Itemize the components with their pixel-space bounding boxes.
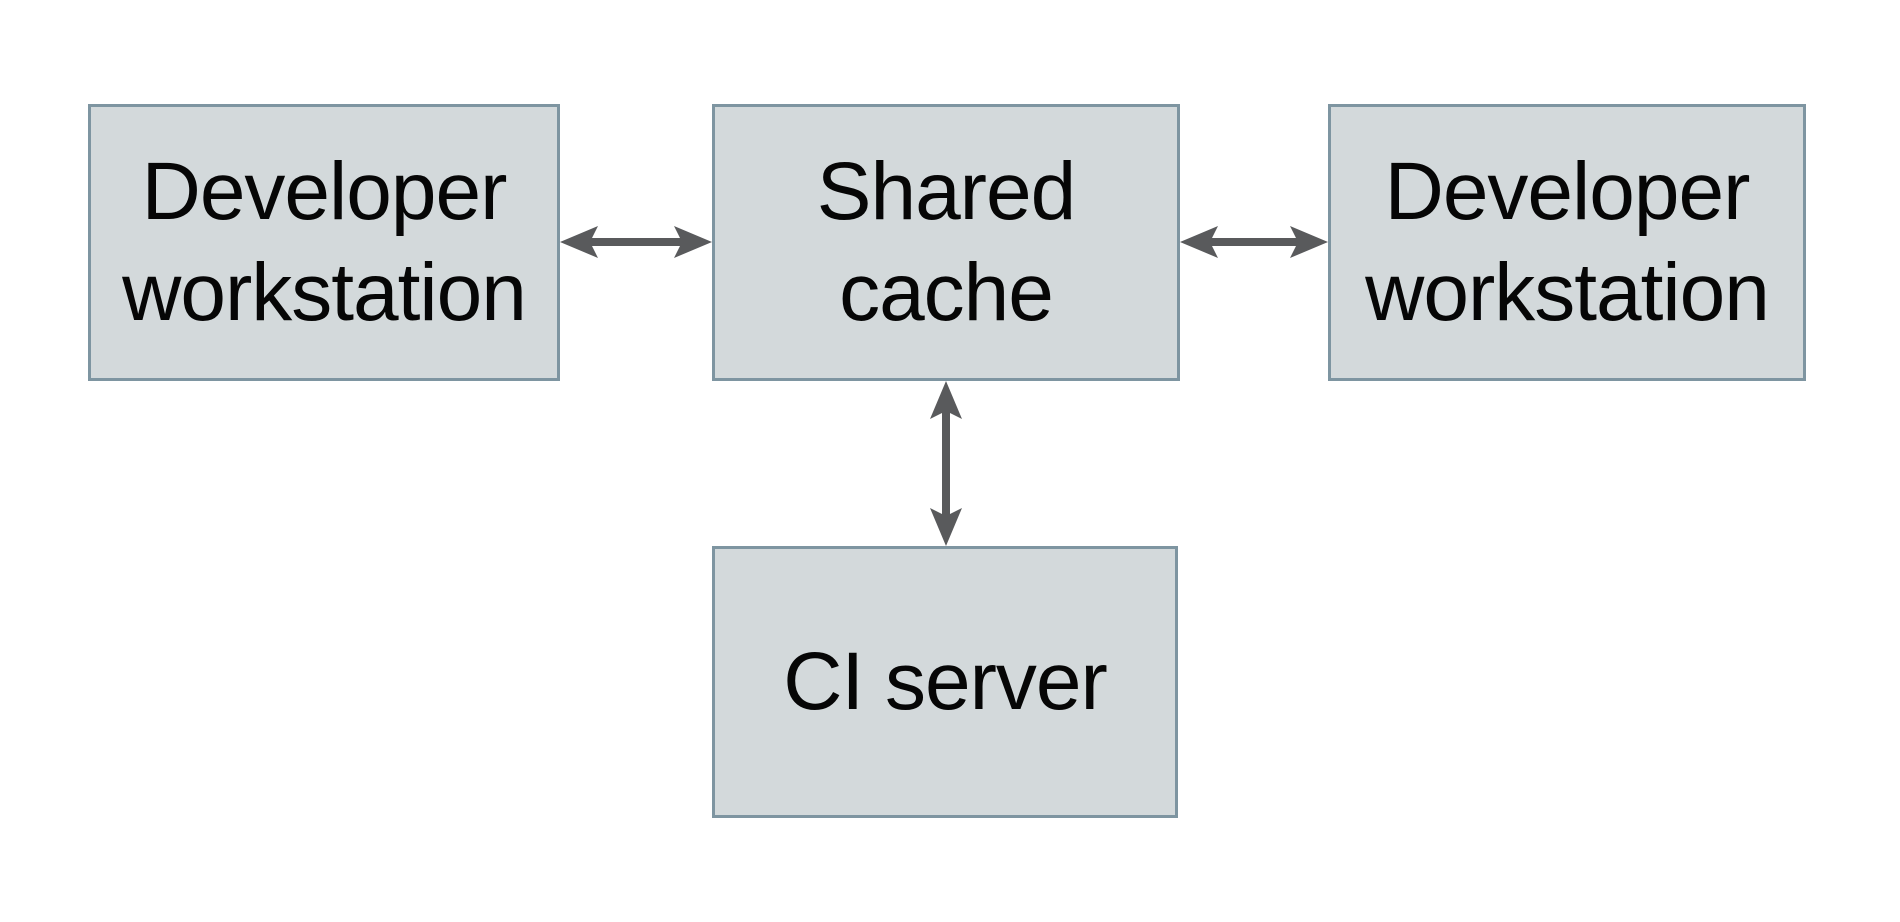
arrowhead-up — [930, 381, 962, 419]
arrowhead-left — [1180, 226, 1218, 258]
node-label: Developer workstation — [1365, 146, 1770, 338]
node-ci-server: CI server — [712, 546, 1178, 818]
arrowhead-right — [1290, 226, 1328, 258]
node-developer-workstation-right: Developer workstation — [1328, 104, 1806, 381]
node-shared-cache: Shared cache — [712, 104, 1180, 381]
double-arrow-icon-cache-to-ci-server — [926, 381, 966, 546]
node-label: Shared cache — [816, 146, 1076, 338]
double-arrow-icon-dev-left-to-cache — [560, 222, 712, 262]
node-label: CI server — [783, 635, 1108, 727]
arrowhead-right — [674, 226, 712, 258]
double-arrow-icon-cache-to-dev-right — [1180, 222, 1328, 262]
node-label: Developer workstation — [122, 146, 527, 338]
arrowhead-down — [930, 508, 962, 546]
arrowhead-left — [560, 226, 598, 258]
node-developer-workstation-left: Developer workstation — [88, 104, 560, 381]
